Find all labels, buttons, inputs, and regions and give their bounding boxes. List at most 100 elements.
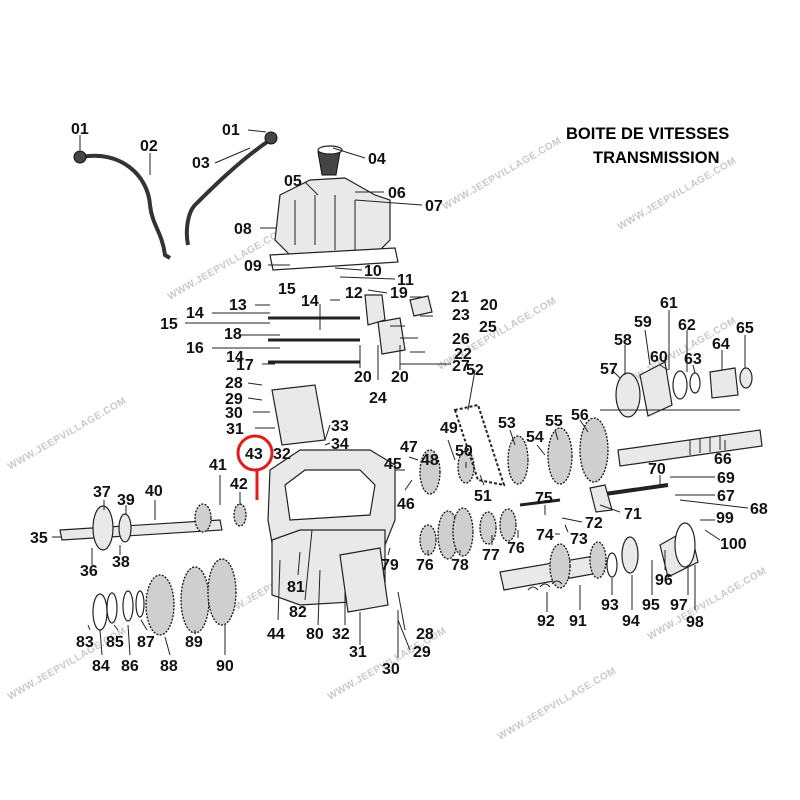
- label-26: 26: [452, 331, 470, 348]
- thrust-washer-3: [122, 590, 134, 622]
- thrust-washer-1: [92, 593, 108, 631]
- label-34: 34: [331, 436, 349, 453]
- output-shaft-splines: [689, 435, 721, 455]
- shift-cover-housing: [274, 177, 391, 256]
- label-20-c: 20: [391, 369, 409, 386]
- label-95: 95: [642, 597, 660, 614]
- label-69: 69: [717, 470, 735, 487]
- label-05: 05: [284, 173, 302, 190]
- label-29-top: 29: [225, 391, 243, 408]
- label-92: 92: [537, 613, 555, 630]
- label-93: 93: [601, 597, 619, 614]
- label-22: 22: [454, 346, 472, 363]
- label-19: 19: [390, 285, 408, 302]
- label-46: 46: [397, 496, 415, 513]
- label-45: 45: [384, 456, 402, 473]
- second-gear: [419, 449, 441, 495]
- part-labels: 01 02 01 03 04 05 06 07 08 09 10 11 12 1…: [30, 121, 768, 678]
- label-86: 86: [121, 658, 139, 675]
- lever-boot: [317, 151, 341, 176]
- mainshaft-gear-3: [479, 511, 497, 545]
- label-85: 85: [106, 634, 124, 651]
- label-10: 10: [364, 263, 382, 280]
- low-gear: [507, 435, 529, 485]
- label-20-b: 20: [354, 369, 372, 386]
- label-18: 18: [224, 326, 242, 343]
- leader-lines: [52, 129, 749, 658]
- label-31-top: 31: [226, 421, 244, 438]
- label-23: 23: [452, 307, 470, 324]
- thrust-washer-2: [106, 592, 118, 624]
- countershaft-gear-large: [180, 566, 210, 634]
- label-07: 07: [425, 198, 443, 215]
- label-99: 99: [716, 510, 734, 527]
- transfer-drive-gear: [579, 417, 609, 483]
- label-30-bottom: 30: [382, 661, 400, 678]
- rear-bearing-cap: [615, 372, 641, 418]
- label-67: 67: [717, 488, 735, 505]
- label-15-b: 15: [160, 316, 178, 333]
- label-40: 40: [145, 483, 163, 500]
- snap-ring: [606, 552, 618, 578]
- label-32-bottom: 32: [332, 626, 350, 643]
- label-49: 49: [440, 420, 458, 437]
- label-52: 52: [466, 362, 484, 379]
- reverse-idler-shaft: [604, 483, 669, 496]
- yoke-nut: [739, 367, 753, 389]
- label-16: 16: [186, 340, 204, 357]
- label-89: 89: [185, 634, 203, 651]
- label-15-a: 15: [278, 281, 296, 298]
- label-60: 60: [650, 349, 668, 366]
- label-77: 77: [482, 547, 500, 564]
- label-94: 94: [622, 613, 640, 630]
- label-64: 64: [712, 336, 730, 353]
- watermark-1: WWW.JEEPVILLAGE.COM: [441, 136, 563, 213]
- watermark-6: WWW.JEEPVILLAGE.COM: [6, 396, 128, 473]
- label-17: 17: [236, 357, 254, 374]
- boot-cap: [317, 145, 343, 155]
- title-line-2: TRANSMISSION: [593, 149, 720, 167]
- label-81: 81: [287, 579, 305, 596]
- label-37: 37: [93, 484, 111, 501]
- label-06: 06: [388, 185, 406, 202]
- label-70: 70: [648, 461, 666, 478]
- snap-rings: [527, 580, 563, 591]
- label-73: 73: [570, 531, 588, 548]
- reverse-gear: [547, 427, 573, 485]
- label-20-a: 20: [480, 297, 498, 314]
- label-96: 96: [655, 572, 673, 589]
- label-54: 54: [526, 429, 544, 446]
- label-65: 65: [736, 320, 754, 337]
- rear-washer: [689, 372, 701, 394]
- label-66: 66: [714, 451, 732, 468]
- title-line-1: BOITE DE VITESSES: [566, 125, 729, 143]
- label-98: 98: [686, 614, 704, 631]
- shift-lever-short: [184, 138, 272, 246]
- label-38: 38: [112, 554, 130, 571]
- label-28-top: 28: [225, 375, 243, 392]
- label-32-top: 32: [273, 446, 291, 463]
- label-27: 27: [452, 358, 470, 375]
- lever-knob-left: [73, 150, 87, 164]
- retainer-gasket: [674, 522, 696, 568]
- lever-knob-right: [264, 131, 278, 145]
- parts-drawing: [52, 129, 763, 658]
- label-11: 11: [397, 272, 414, 289]
- label-12: 12: [345, 285, 363, 302]
- label-75: 75: [535, 490, 553, 507]
- shift-fork-b: [377, 317, 406, 355]
- label-51: 51: [474, 488, 492, 505]
- label-24: 24: [369, 390, 387, 407]
- label-80: 80: [306, 626, 324, 643]
- label-33: 33: [331, 418, 349, 435]
- mainshaft-pin: [519, 498, 561, 507]
- label-57: 57: [600, 361, 618, 378]
- label-14-a: 14: [186, 305, 204, 322]
- shift-fork-a: [364, 294, 386, 326]
- label-01-right: 01: [222, 122, 240, 139]
- label-82: 82: [289, 604, 307, 621]
- label-88: 88: [160, 658, 178, 675]
- input-bearing-retainer: [92, 505, 114, 551]
- label-36: 36: [80, 563, 98, 580]
